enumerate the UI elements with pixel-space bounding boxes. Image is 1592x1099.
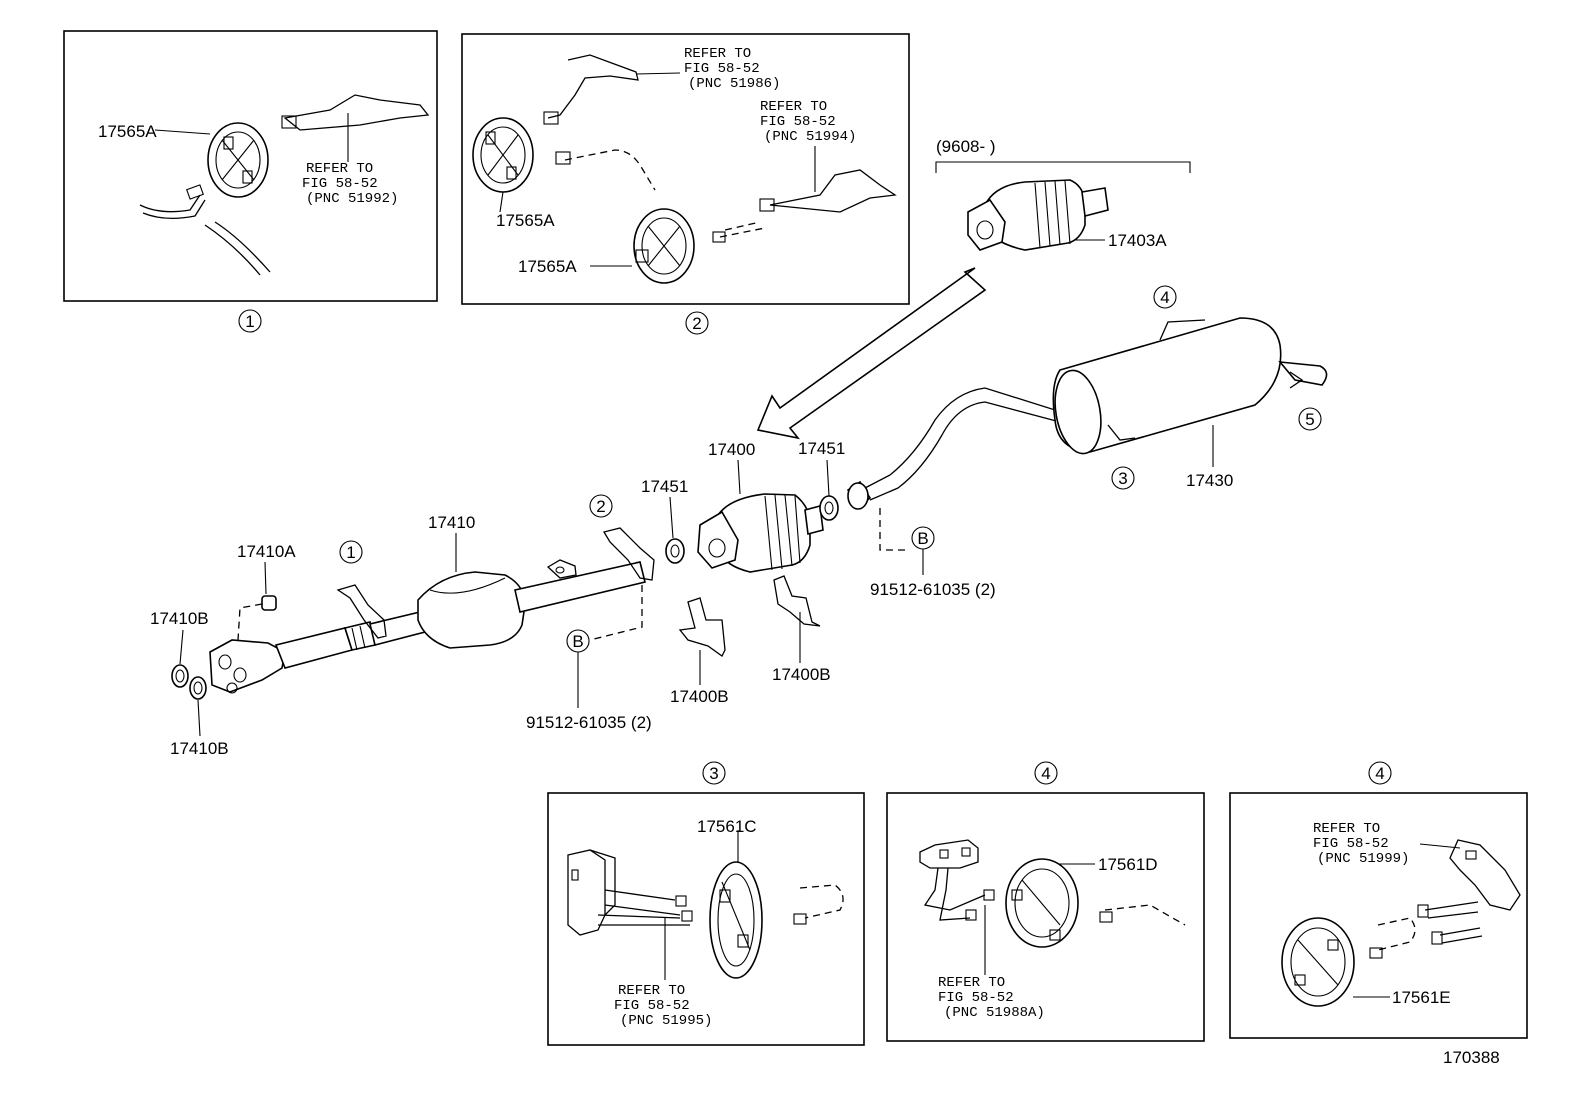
gasket-17451-right: 17451	[798, 439, 845, 521]
svg-text:B: B	[917, 529, 928, 548]
svg-text:3: 3	[709, 764, 718, 783]
ref-box3-line3: (PNC 51995)	[620, 1013, 712, 1029]
svg-text:4: 4	[1160, 288, 1169, 307]
ref-box3-line2: FIG 58-52	[614, 998, 690, 1014]
ref-box3-line1: REFER TO	[618, 983, 685, 999]
label-17565a-box2-upper: 17565A	[496, 211, 555, 230]
label-17561d: 17561D	[1098, 855, 1158, 874]
label-17400b-right: 17400B	[772, 665, 831, 684]
hanger-rubber-17565a	[207, 122, 269, 198]
ref-box1-line3: (PNC 51992)	[306, 191, 398, 207]
svg-text:B: B	[572, 632, 583, 651]
ref-box2-top-line2: FIG 58-52	[684, 61, 760, 77]
label-17410b-lower: 17410B	[170, 739, 229, 758]
svg-text:2: 2	[596, 497, 605, 516]
front-pipe-17410: 17410	[209, 513, 655, 694]
detail-box-4: 4 REFER TO FIG 58-52 (PNC 51988A) 17561D	[886, 761, 1205, 1042]
ref-box5-line2: FIG 58-52	[1313, 836, 1389, 852]
bracket-17400b-right: 17400B	[772, 575, 831, 684]
svg-text:4: 4	[1041, 764, 1050, 783]
svg-text:4: 4	[1375, 764, 1384, 783]
label-bolt-left: 91512-61035 (2)	[526, 713, 652, 732]
detail-box-5: 4 REFER TO FIG 58-52 (PNC 51999) 17561E	[1229, 761, 1528, 1039]
ref-box5-line1: REFER TO	[1313, 821, 1380, 837]
callout-1-box: 1	[238, 309, 262, 333]
gasket-17451-left: 17451	[641, 477, 688, 564]
gaskets-17410b: 17410B 17410B	[150, 609, 229, 758]
nut-17410a: 17410A 1	[237, 540, 363, 641]
label-date-range: (9608- )	[936, 137, 996, 156]
ref-box2-mid-line1: REFER TO	[760, 99, 827, 115]
ref-box1-line2: FIG 58-52	[302, 176, 378, 192]
label-17565a-box1: 17565A	[98, 122, 157, 141]
label-17451-right: 17451	[798, 439, 845, 458]
ref-box2-mid-line3: (PNC 51994)	[764, 129, 856, 145]
label-17430: 17430	[1186, 471, 1233, 490]
svg-text:5: 5	[1305, 410, 1314, 429]
label-17451-left: 17451	[641, 477, 688, 496]
label-17561e: 17561E	[1392, 988, 1451, 1007]
ref-box5-line3: (PNC 51999)	[1317, 851, 1409, 867]
bolt-group-left: B 91512-61035 (2) 2	[526, 494, 652, 732]
callout-2-box: 2	[685, 311, 709, 335]
detail-box-3: 3 REFER TO FIG 58-52 (PNC 51995) 17561C	[547, 761, 865, 1046]
catalytic-converter-17400: 17400	[697, 440, 824, 573]
label-bolt-right: 91512-61035 (2)	[870, 580, 996, 599]
ref-box1-line1: REFER TO	[306, 161, 373, 177]
label-17400: 17400	[708, 440, 755, 459]
label-17410b-upper: 17410B	[150, 609, 209, 628]
ref-box2-mid-line2: FIG 58-52	[760, 114, 836, 130]
svg-text:1: 1	[245, 312, 254, 331]
bracket-17400b-left: 17400B	[670, 597, 729, 706]
ref-box4-line2: FIG 58-52	[938, 990, 1014, 1006]
svg-text:3: 3	[1118, 469, 1127, 488]
hanger-rubber-17565a-upper	[472, 117, 534, 193]
label-17410: 17410	[428, 513, 475, 532]
callout-1-main	[339, 540, 363, 564]
svg-text:2: 2	[692, 314, 701, 333]
svg-text:1: 1	[346, 543, 355, 562]
label-17400b-left: 17400B	[670, 687, 729, 706]
tailpipe-muffler-17430: B 91512-61035 (2) 17430 4 3 5	[846, 285, 1328, 599]
hanger-rubber-17565a-lower	[633, 208, 695, 284]
ref-box2-top-line3: (PNC 51986)	[688, 76, 780, 92]
figure-number: 170388	[1443, 1048, 1500, 1067]
ref-box2-top-line1: REFER TO	[684, 46, 751, 62]
detail-box-2: 17565A 17565A REFER TO FIG 58-52 (PNC 51…	[461, 33, 910, 305]
converter-inset-17403a: (9608- ) 17403A	[756, 137, 1191, 440]
label-17565a-box2-lower: 17565A	[518, 257, 577, 276]
ref-box4-line3: (PNC 51988A)	[944, 1005, 1045, 1021]
ref-box4-line1: REFER TO	[938, 975, 1005, 991]
detail-box-1: 17565A REFER TO FIG 58-52 (PNC 51992)	[63, 30, 438, 302]
label-17561c: 17561C	[697, 817, 757, 836]
label-17410a: 17410A	[237, 542, 296, 561]
label-17403a: 17403A	[1108, 231, 1167, 250]
